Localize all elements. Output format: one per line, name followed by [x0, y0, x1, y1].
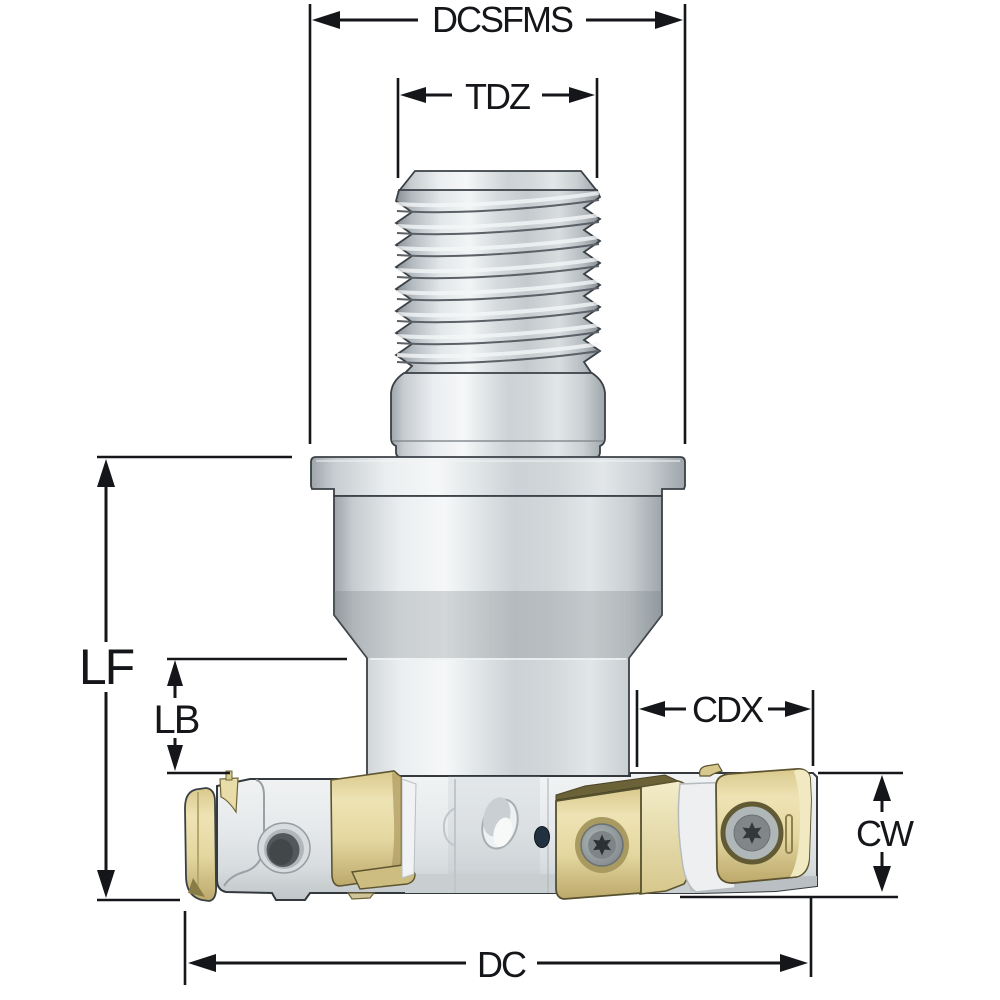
taper-shadow-band [334, 591, 662, 658]
coolant-hole [481, 797, 519, 850]
dimension-cdx: CDX [635, 689, 815, 767]
dimension-label-cw: CW [856, 813, 914, 854]
bottom-tab [346, 892, 376, 900]
insert-far-right [699, 763, 812, 884]
insert-center-right [555, 774, 693, 900]
dowel-hole [534, 826, 550, 848]
coupling-collar [390, 372, 606, 459]
dimension-label-lf: LF [79, 639, 134, 695]
dimension-lb: LB [154, 657, 347, 775]
insert-left-edge [184, 770, 239, 902]
dimension-tdz: TDZ [396, 76, 599, 178]
flange [310, 456, 686, 497]
dimension-label-dc: DC [477, 944, 526, 985]
dimension-cw: CW [680, 771, 916, 899]
dimension-lf: LF [79, 455, 292, 902]
dimension-label-lb: LB [154, 698, 199, 742]
cutter-head [184, 763, 818, 902]
dimension-label-tdz: TDZ [465, 76, 530, 117]
head-seam-left [442, 779, 457, 893]
dimension-label-cdx: CDX [692, 689, 764, 730]
dimension-dcsfms: DCSFMS [308, 0, 687, 444]
thread-ridges [396, 191, 600, 365]
threaded-shank [394, 170, 602, 375]
dimension-label-dcsfms: DCSFMS [432, 0, 573, 40]
insert-left-front [330, 770, 417, 890]
dimension-dc: DC [183, 897, 813, 985]
mounting-hole [257, 822, 311, 874]
shank-top-chamfer [397, 170, 599, 192]
tool-illustration [184, 170, 818, 902]
